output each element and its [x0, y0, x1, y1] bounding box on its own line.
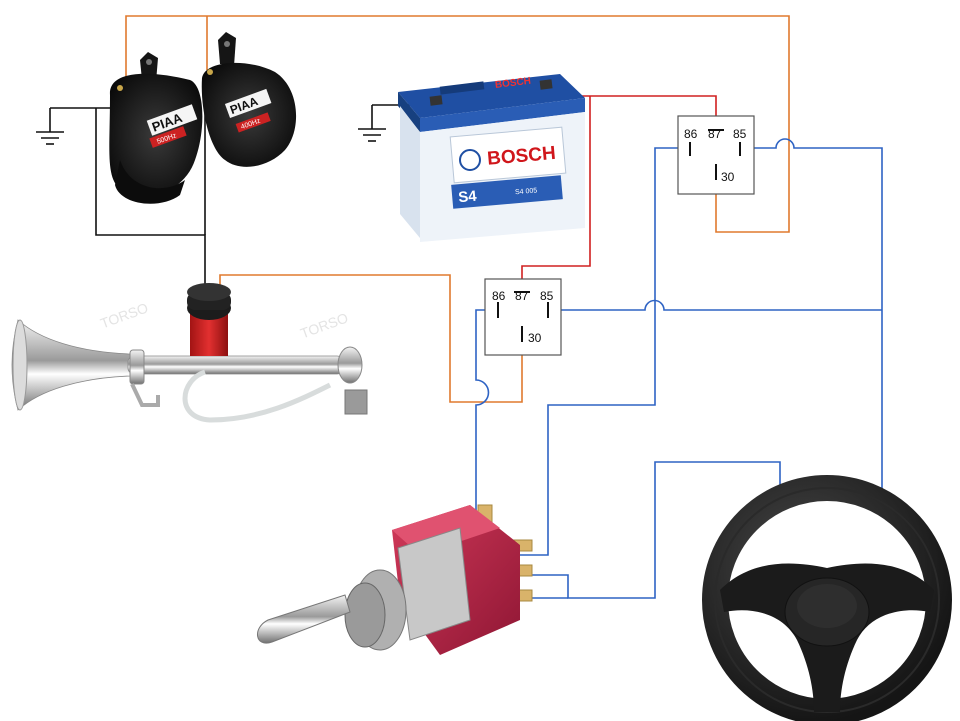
orange-wire-air-horn-feed — [219, 274, 523, 403]
red-wire-battery-to-bottom-relay — [521, 96, 591, 285]
blue-wire-top-relay-86 — [520, 147, 690, 556]
battery-code-label: S4 005 — [515, 187, 538, 196]
blue-wire-switch-to-wheel — [520, 461, 781, 599]
relay-top-pin-30: 30 — [721, 170, 735, 184]
air-horn-icon: TORSO TORSO — [11, 283, 368, 423]
snail-horn-icon: PIAA 500Hz PIAA 400Hz — [109, 32, 297, 204]
relay-bottom-pin-85: 85 — [540, 289, 554, 303]
relay-bottom-pin-30: 30 — [528, 331, 542, 345]
toggle-switch-icon — [257, 504, 533, 655]
battery-icon: BOSCH S4 S4 005 BOSCH — [398, 74, 585, 242]
relay-top-pin-87: 87 — [708, 127, 722, 141]
ground-symbol-icon — [36, 108, 64, 145]
red-wire-battery-to-top-relay — [548, 95, 717, 122]
wires — [50, 15, 883, 599]
relay-top-pin-86: 86 — [684, 127, 698, 141]
blue-wire-bottom-relay-85 — [548, 299, 882, 311]
ground-symbol-icon — [358, 105, 386, 142]
relay-bottom-pin-86: 86 — [492, 289, 506, 303]
left-snail-horn: PIAA 500Hz — [109, 52, 203, 204]
relay-icon: 86 87 85 30 — [677, 115, 755, 195]
battery-lid-brand: BOSCH — [494, 76, 531, 91]
relay-top-pin-85: 85 — [733, 127, 747, 141]
blue-wire-bottom-relay-86 — [475, 309, 498, 512]
battery-model-label: S4 — [458, 188, 478, 207]
blue-wire-top-relay-85 — [740, 138, 883, 500]
relay-bottom-pin-87: 87 — [515, 289, 529, 303]
steering-wheel-icon — [702, 475, 952, 721]
air-horn-watermark: TORSO — [298, 309, 350, 341]
orange-wire-horn-feed-top — [125, 15, 790, 233]
right-snail-horn: PIAA 400Hz — [201, 32, 297, 167]
air-horn-watermark: TORSO — [98, 299, 150, 331]
relay-icon: 86 87 85 30 — [484, 278, 562, 356]
